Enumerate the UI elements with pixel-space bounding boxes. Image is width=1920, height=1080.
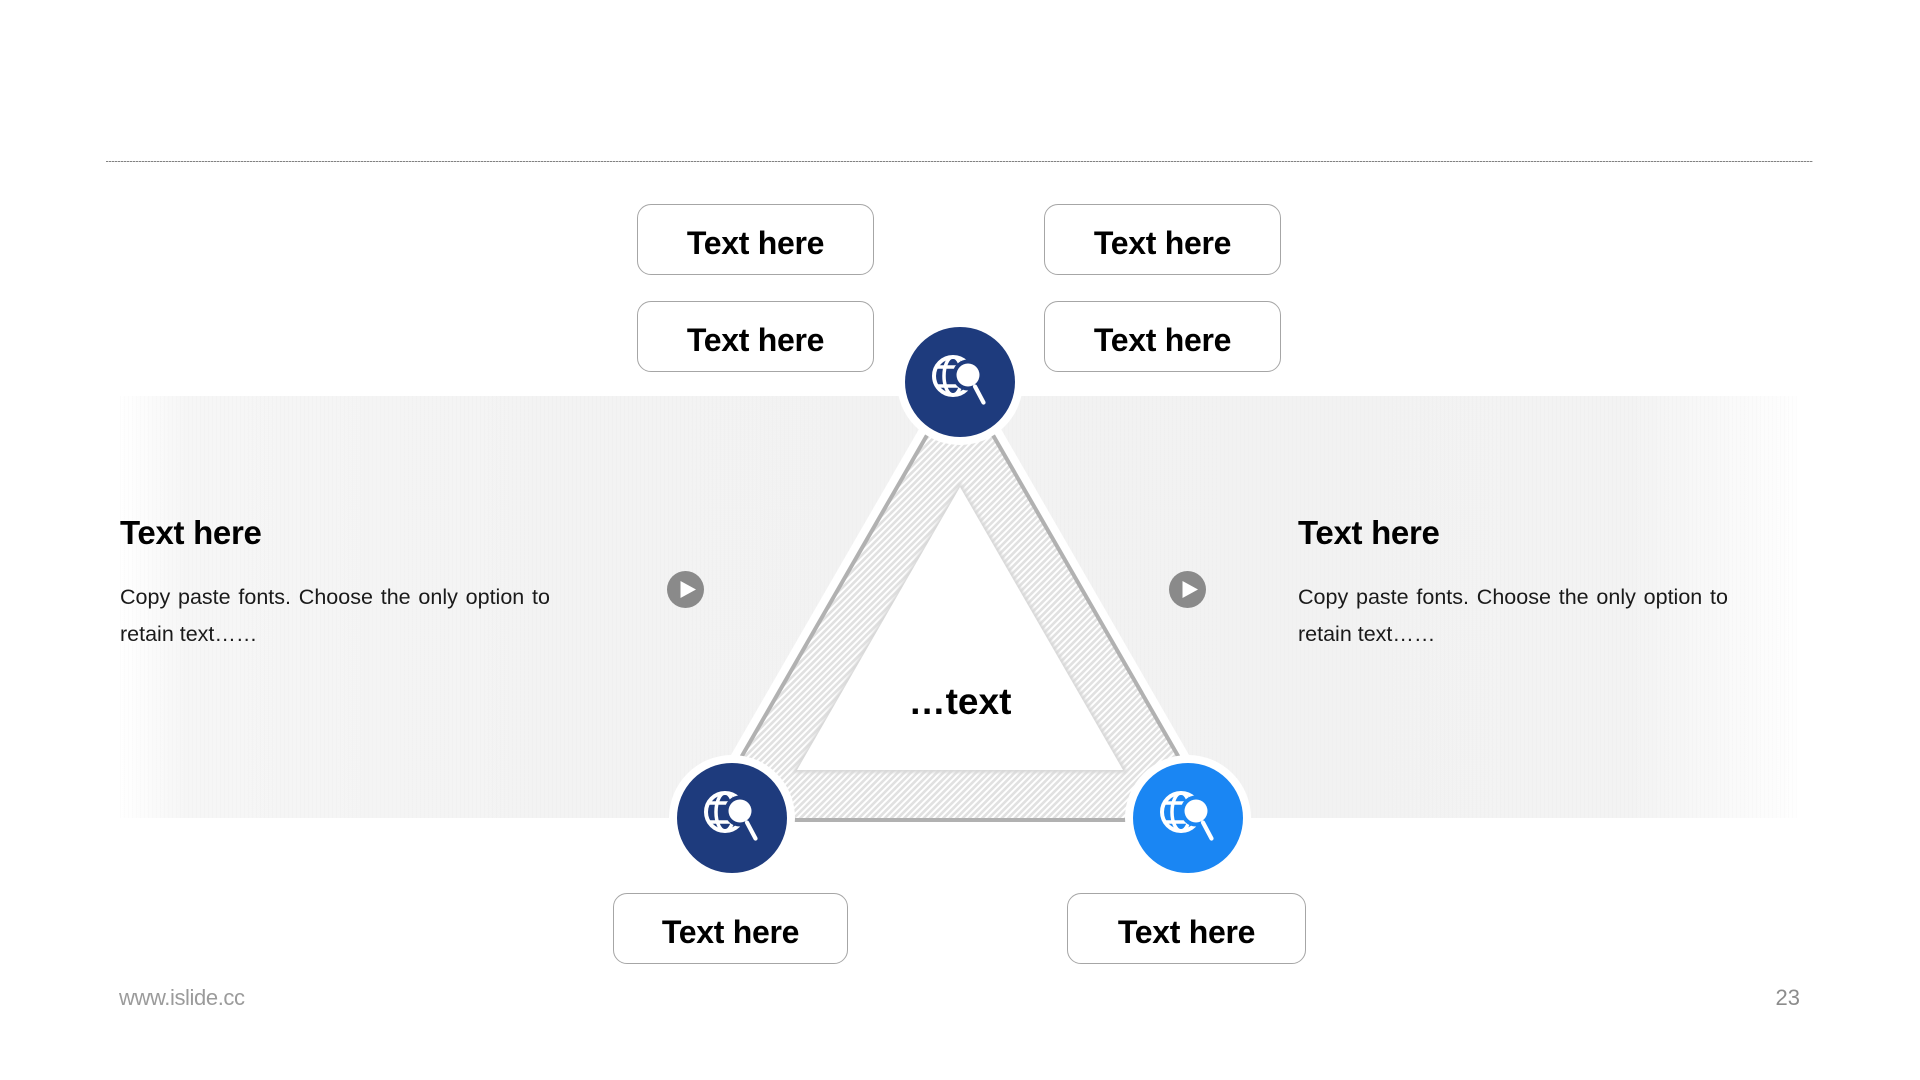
svg-text:…text: …text bbox=[909, 681, 1012, 722]
